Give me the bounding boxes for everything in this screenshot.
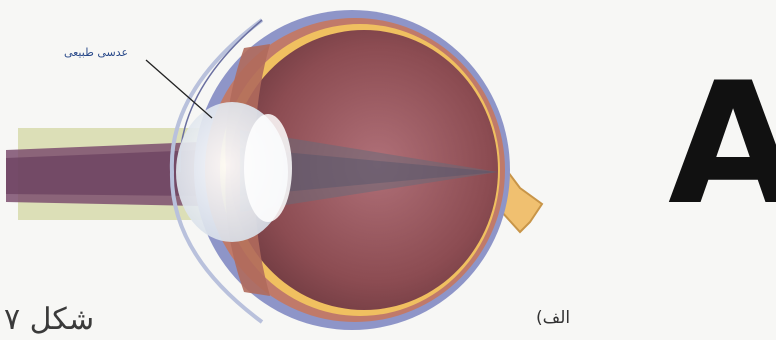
lens-inner: [244, 114, 292, 222]
caption-label: الف): [536, 308, 570, 328]
lens-annotation: عدسی طبیعی: [64, 46, 128, 59]
figure-number: شکل ۷: [4, 302, 94, 337]
letter-a: A: [668, 60, 776, 228]
